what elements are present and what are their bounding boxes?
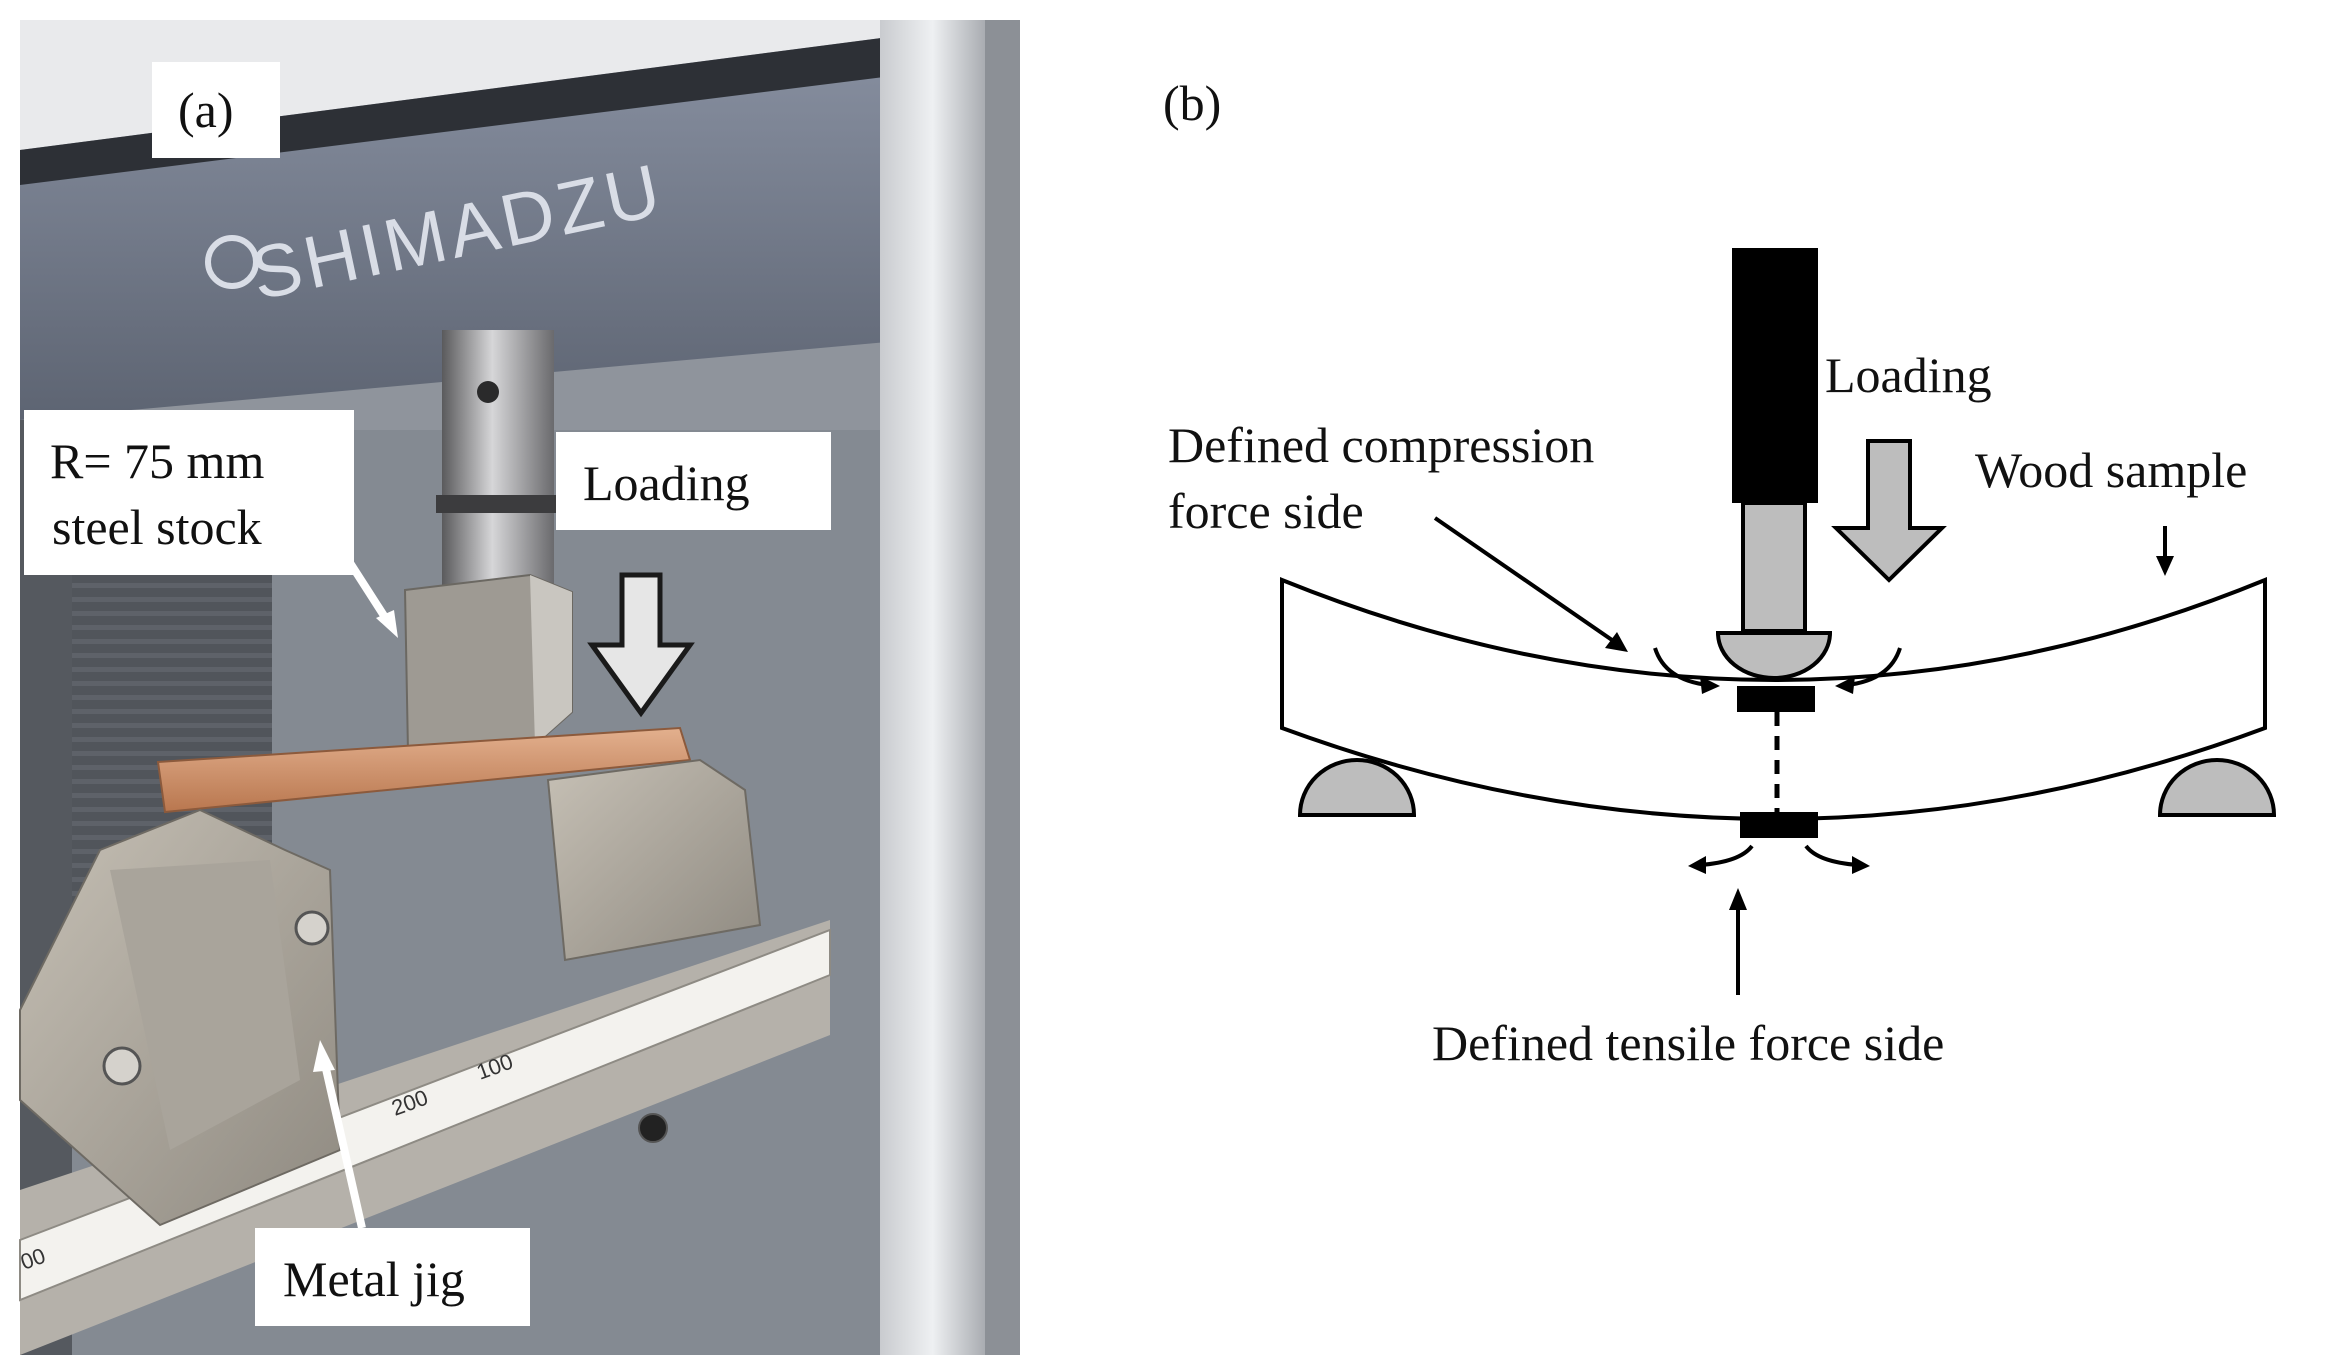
tensile-arrowhead-left [1688,856,1706,874]
photo-loading-label-box [556,432,831,530]
stock-label-line1: R= 75 mm [50,433,264,489]
compression-label-line1: Defined compression [1168,417,1594,473]
machine-column [880,20,985,1355]
rear-jig [546,758,762,962]
wood-sample-pointer-head-icon [2156,556,2174,576]
panel-a-photo: SHIMADZU 100 200 300 400 00 [17,20,1020,1355]
jig-pointer-arrow-icon [313,1040,366,1229]
panel-a-letter: (a) [178,82,234,138]
loading-rod [1732,248,1818,503]
jig-bolt-icon [294,910,330,946]
tensile-gauge [1740,812,1818,838]
tensile-arrowhead-right [1852,856,1870,874]
jig-bolt-icon [102,1046,142,1086]
jig-label: Metal jig [283,1251,465,1307]
wood-sample-label: Wood sample [1975,442,2247,498]
brand-logo-icon [205,235,259,289]
load-cell-bolt-icon [477,381,499,403]
panel-b-letter: (b) [1163,75,1221,131]
tensile-pointer-head-icon [1729,888,1747,910]
compression-pointer-line [1433,516,1614,642]
panel-b-diagram: (b) Loading Defi [1163,75,2277,1071]
compression-arrow-left-icon [1653,647,1709,687]
panel-a-letter-box [152,62,280,158]
loading-nose [1715,631,1833,680]
left-support [1297,758,1417,817]
base-scale [19,928,831,1302]
front-jig-web [110,860,300,1150]
compression-label-line2: force side [1168,483,1364,539]
loading-rod-tip [1741,501,1807,633]
compression-arrow-right-icon [1846,647,1902,687]
tensile-label: Defined tensile force side [1432,1015,1944,1071]
photo-loading-label: Loading [583,455,750,511]
machine-column-shadow [985,20,1020,1355]
load-cell-ring [436,495,560,513]
load-cell-cylinder [442,330,554,595]
tensile-arrow-right-icon [1804,844,1859,867]
tensile-arrow-left-icon [1699,844,1754,867]
steel-stock-face [530,575,572,745]
compression-arrowhead-right [1835,676,1855,694]
compression-arrowhead-left [1700,676,1720,694]
compression-pointer-head-icon [1605,632,1628,652]
jig-bolt-icon [638,1113,668,1143]
wood-sample-bar [156,726,692,814]
compression-gauge [1737,686,1815,712]
stock-pointer-arrow-icon [341,552,398,638]
stock-label-line2: steel stock [52,499,262,555]
loading-arrow-icon [1831,439,1947,583]
stock-label-box [24,410,354,575]
diagram-loading-label: Loading [1825,347,1992,403]
photo-loading-arrow-icon [587,572,695,718]
right-support [2157,758,2277,817]
jig-label-box [255,1228,530,1326]
